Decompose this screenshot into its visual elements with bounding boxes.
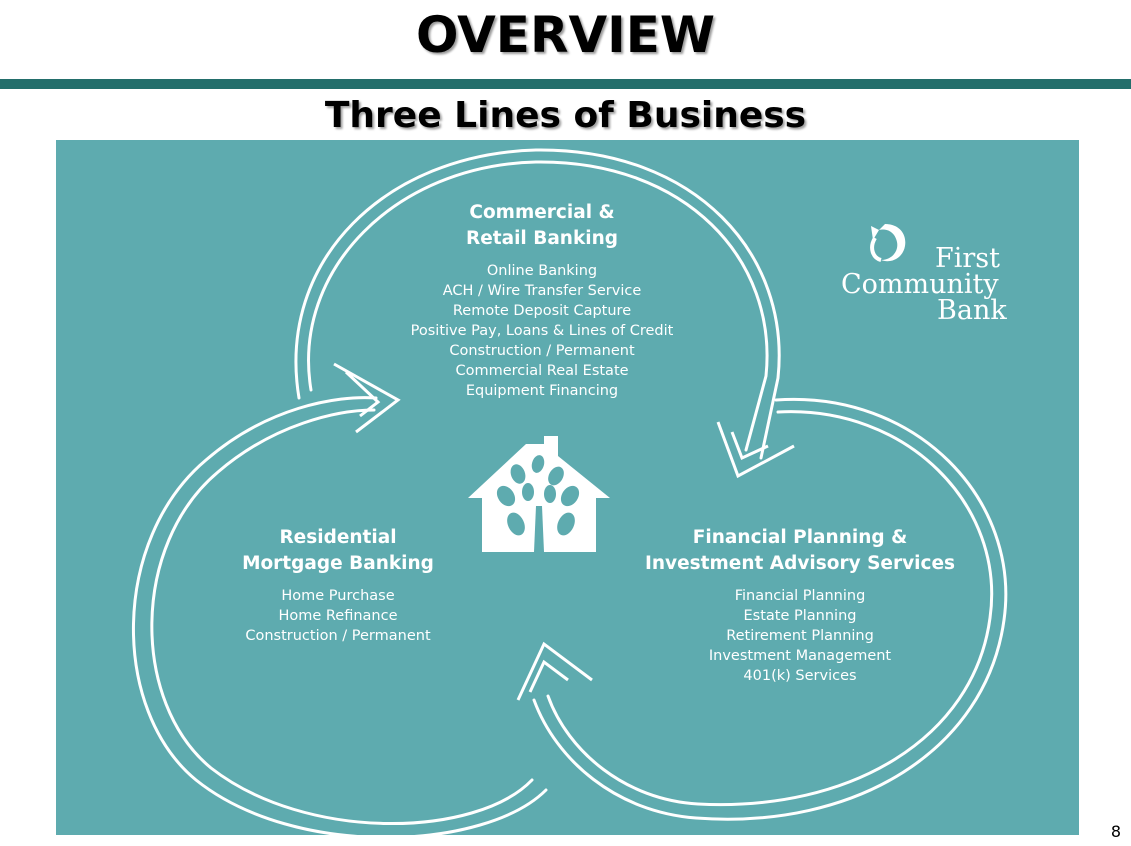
financial-section: Financial Planning & Investment Advisory…: [630, 525, 970, 686]
commercial-item: Positive Pay, Loans & Lines of Credit: [410, 323, 674, 339]
page-number: 8: [1110, 822, 1121, 841]
bank-logo: First Community Bank: [841, 220, 1051, 330]
left-loop-outer: [131, 396, 548, 835]
commercial-item: Remote Deposit Capture: [452, 303, 632, 319]
commercial-item: Construction / Permanent: [449, 343, 635, 359]
house-with-tree-icon: [466, 436, 612, 556]
residential-heading-line1: Residential: [279, 527, 397, 548]
financial-item: Financial Planning: [734, 588, 866, 604]
logo-line3: Bank: [937, 295, 1007, 326]
diagram-panel: Commercial & Retail Banking Online Banki…: [56, 140, 1079, 835]
commercial-heading-line2: Retail Banking: [465, 228, 619, 249]
cycle-loops: [131, 148, 1008, 835]
arrowhead-bottom: [516, 641, 593, 701]
arrowhead-right: [716, 421, 795, 479]
residential-heading-line2: Mortgage Banking: [242, 553, 434, 574]
financial-item: Investment Management: [708, 648, 892, 664]
swirl-arrow-icon: [861, 220, 909, 272]
residential-section: Residential Mortgage Banking Home Purcha…: [208, 525, 468, 646]
commercial-heading-line1: Commercial &: [469, 202, 615, 223]
right-loop-inner: [546, 410, 994, 807]
top-loop-inner: [307, 160, 769, 452]
commercial-item: Commercial Real Estate: [455, 363, 629, 379]
residential-item: Construction / Permanent: [245, 628, 431, 644]
page-title: OVERVIEW: [415, 6, 716, 64]
commercial-section: Commercial & Retail Banking Online Banki…: [392, 200, 692, 401]
financial-item: Retirement Planning: [726, 628, 874, 644]
left-loop-inner: [150, 408, 534, 825]
page-subtitle: Three Lines of Business: [324, 95, 807, 136]
financial-item: 401(k) Services: [743, 668, 857, 684]
commercial-item: Equipment Financing: [465, 383, 619, 399]
header-divider: [0, 79, 1131, 89]
logo-line2: Community: [841, 269, 999, 300]
commercial-item: ACH / Wire Transfer Service: [442, 283, 642, 299]
financial-item: Estate Planning: [743, 608, 857, 624]
arrowhead-top-left: [333, 362, 401, 434]
top-loop-outer: [294, 148, 781, 460]
logo-line1: First: [935, 243, 1000, 274]
right-loop-outer: [532, 397, 1008, 821]
commercial-item: Online Banking: [486, 263, 598, 279]
financial-heading-line2: Investment Advisory Services: [644, 553, 956, 574]
financial-heading-line1: Financial Planning &: [692, 527, 908, 548]
residential-item: Home Purchase: [281, 588, 395, 604]
residential-item: Home Refinance: [278, 608, 398, 624]
